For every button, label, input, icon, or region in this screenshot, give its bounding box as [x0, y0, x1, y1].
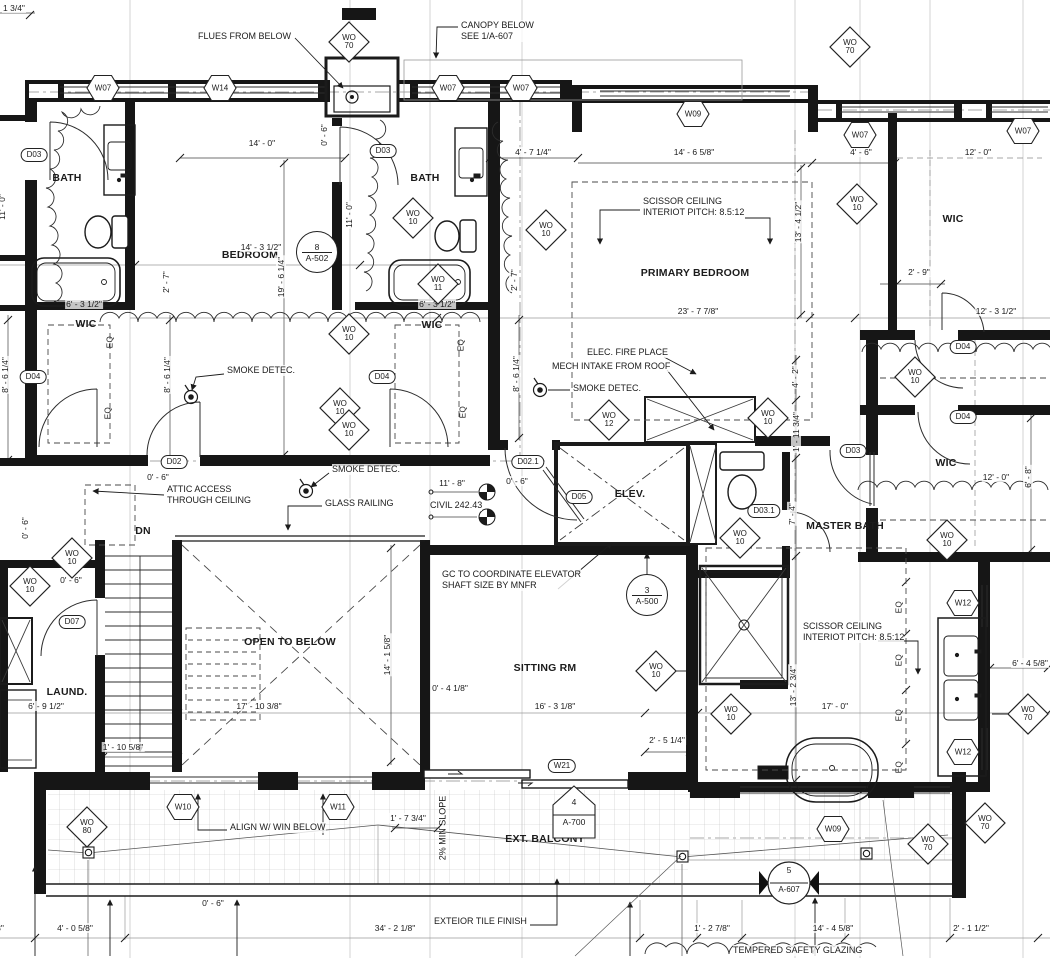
- plan-linework: [0, 0, 1050, 958]
- floor-plan-sheet: { "drawing": { "rooms": [ {"t":"BATH","x…: [0, 0, 1050, 958]
